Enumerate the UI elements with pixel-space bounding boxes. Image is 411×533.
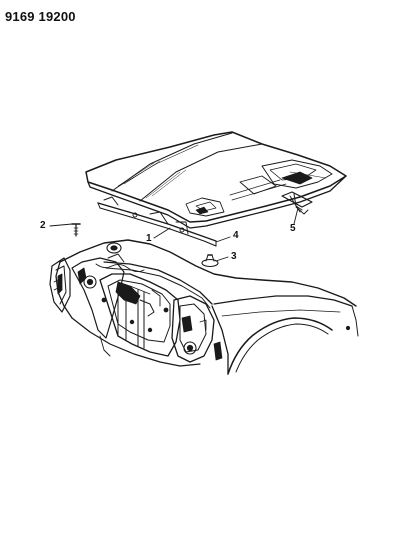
callout-1: 1 <box>146 233 152 244</box>
callout-5: 5 <box>290 223 296 234</box>
hood-bumper-stop <box>201 254 219 268</box>
hood-hinge <box>281 191 313 215</box>
vehicle-front-structure <box>49 239 357 367</box>
hood-panel <box>85 131 347 229</box>
callout-2: 2 <box>40 220 46 231</box>
screw-fastener <box>71 223 81 237</box>
right-fender <box>211 295 359 375</box>
callout-leader-lines <box>49 207 299 262</box>
document-number: 9169 19200 <box>5 9 76 24</box>
callout-3: 3 <box>231 251 237 262</box>
front-latch-bar <box>97 196 217 247</box>
callout-4: 4 <box>233 230 239 241</box>
